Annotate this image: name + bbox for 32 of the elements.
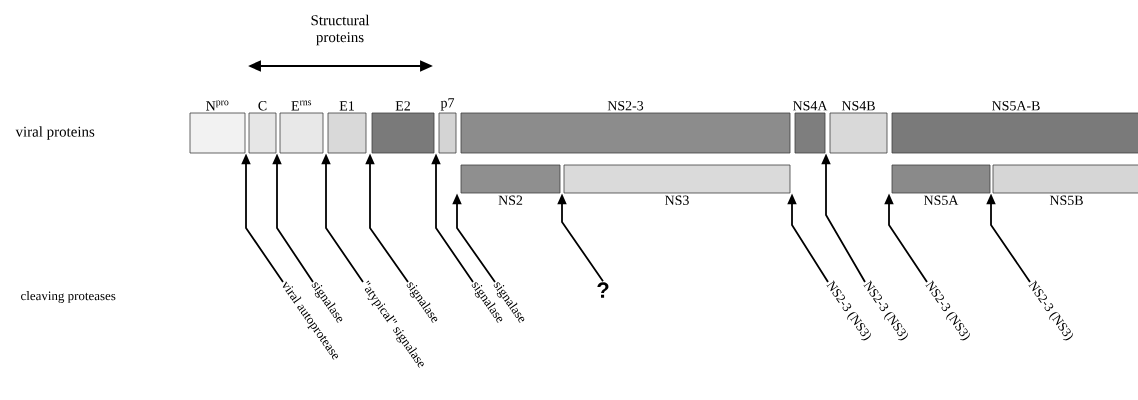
node-label: p7 [440,98,455,111]
protein-box: C [248,101,277,154]
protein-box: NS5B [992,164,1138,205]
node-label: NS2 [498,195,523,205]
protein-box: E1 [327,101,367,154]
node-label: NS5A [923,195,959,205]
protein-box: NS4A [792,101,828,154]
question-mark: ? [597,282,609,298]
row-label: viral proteins [15,126,95,140]
node-label: NS5A-B [992,101,1040,111]
node-label: N$^{pro}$ [206,100,229,111]
node-label: E2 [395,101,410,111]
protein-box: NS3 [563,164,791,205]
node-label: NS3 [665,195,689,205]
protein-box: NS5A-B [891,101,1138,154]
protein-box: NS2-3 [460,101,791,154]
heading: Structural proteins [311,14,370,46]
node-label: NS4A [792,101,828,111]
node-label: NS2-3 [607,101,644,111]
protein-box: N$^{pro}$ [189,100,246,154]
protein-box: p7 [438,98,457,154]
node-label: E$^{rns}$ [291,100,312,111]
node-label: NS4B [841,101,875,111]
protein-box: NS4B [829,101,888,154]
node-label: C [258,101,267,111]
protein-box: E2 [371,101,435,154]
row-label: cleaving proteases [21,291,116,303]
node-label: NS5B [1049,195,1083,205]
protein-box: NS2 [460,164,561,205]
protein-box: E$^{rns}$ [279,100,324,154]
node-label: E1 [339,101,354,111]
protein-box: NS5A [891,164,991,205]
